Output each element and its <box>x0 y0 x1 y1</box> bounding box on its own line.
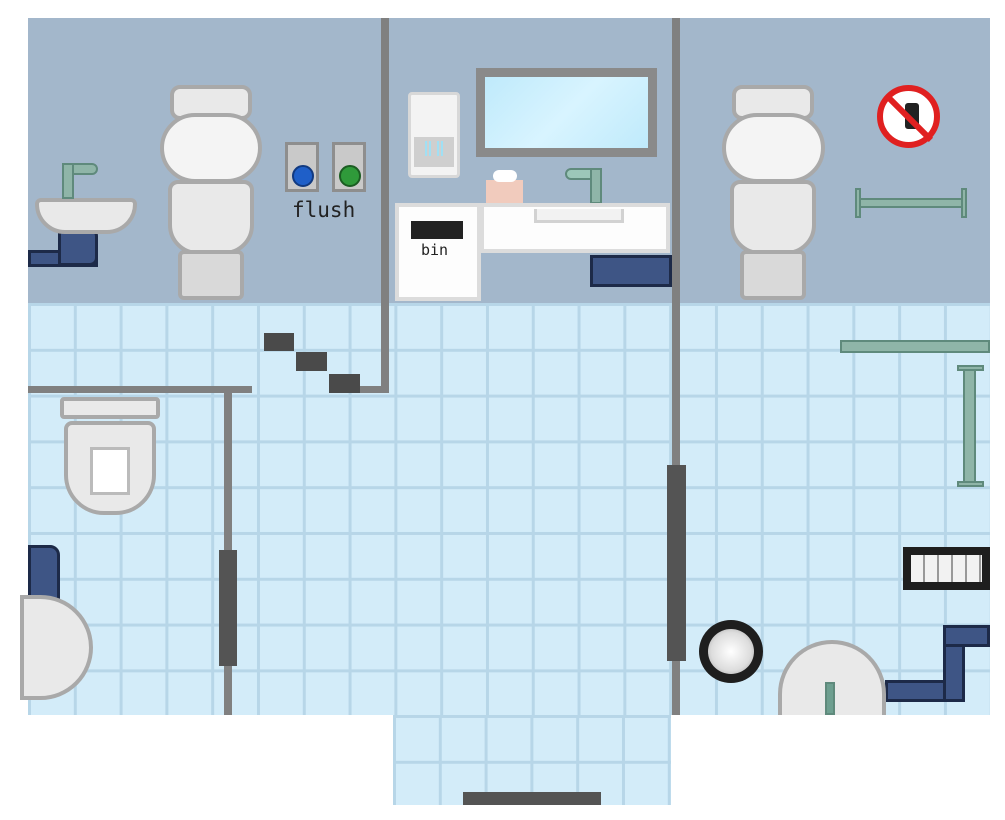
pipe-icon <box>957 365 984 371</box>
pipe-icon <box>943 625 990 647</box>
grab-bar-icon <box>855 188 861 218</box>
pipe-icon <box>590 255 672 287</box>
room-door[interactable] <box>667 465 686 661</box>
toilet-icon[interactable] <box>160 85 262 300</box>
counter-sink[interactable] <box>480 203 670 253</box>
flush-button-icon <box>339 165 361 187</box>
no-smoking-sign-icon <box>877 85 940 148</box>
faucet-icon[interactable] <box>825 682 835 715</box>
tissue-icon <box>493 170 517 182</box>
stall-door[interactable] <box>219 550 237 666</box>
pipe-icon <box>840 340 990 353</box>
tissue-box-icon[interactable] <box>486 180 523 204</box>
partition-wall <box>381 18 389 393</box>
trash-pile-icon[interactable] <box>699 620 763 683</box>
grab-bar-icon <box>961 188 967 218</box>
entrance-door[interactable] <box>463 792 601 805</box>
trash-pile-icon[interactable] <box>903 547 990 590</box>
entrance-floor <box>393 715 671 805</box>
partition-wall <box>355 386 389 393</box>
flush-button-icon <box>292 165 314 187</box>
partition-wall <box>672 18 680 715</box>
faucet-icon <box>590 168 602 204</box>
stair-step <box>329 374 360 393</box>
flush-button-green[interactable] <box>332 142 366 192</box>
grab-bar-icon[interactable] <box>858 198 966 208</box>
bin-label: bin <box>421 241 449 259</box>
toilet-icon[interactable] <box>722 85 825 300</box>
stair-step <box>296 352 327 371</box>
faucet-icon <box>62 163 74 199</box>
sink-icon[interactable] <box>35 198 137 234</box>
hand-dryer-icon[interactable]: ǁǁ <box>408 92 460 178</box>
mirror-icon <box>476 68 657 157</box>
bin-icon[interactable]: bin <box>395 203 481 301</box>
flush-button-blue[interactable] <box>285 142 319 192</box>
stall-wall <box>28 386 252 393</box>
stair-step <box>264 333 294 351</box>
pipe-icon <box>957 481 984 487</box>
toilet-topdown-icon[interactable] <box>60 397 160 515</box>
flush-label: flush <box>292 198 356 222</box>
pipe-icon <box>963 365 976 487</box>
